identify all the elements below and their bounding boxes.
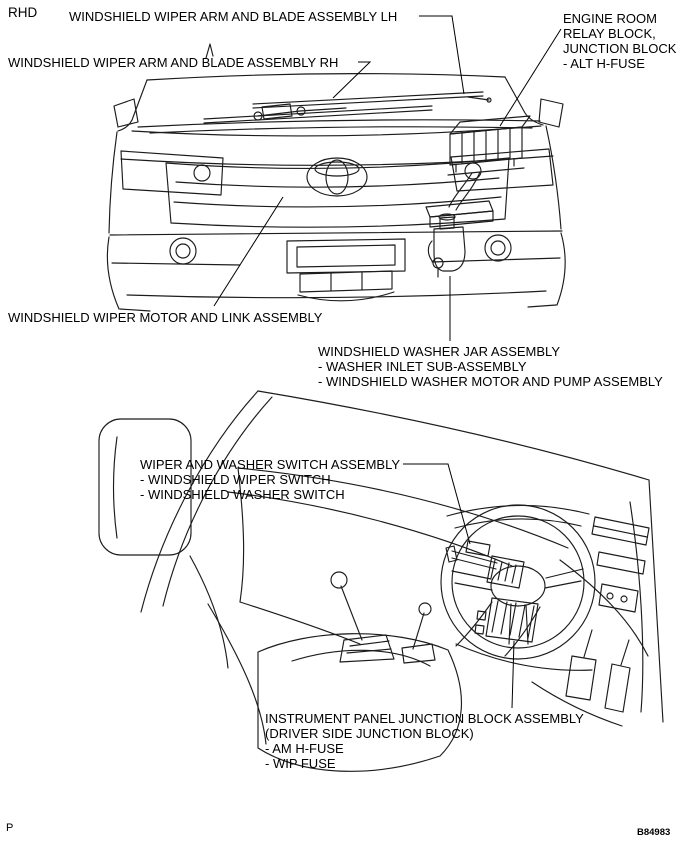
wiper-blades-drawing xyxy=(203,91,492,124)
page-marker: P xyxy=(6,822,14,834)
callout-engine-room-relay-block: ENGINE ROOM RELAY BLOCK, JUNCTION BLOCK … xyxy=(563,11,676,71)
callout-wiper-arm-rh: WINDSHIELD WIPER ARM AND BLADE ASSEMBLY … xyxy=(8,55,338,70)
callout-instrument-panel-junction-block: INSTRUMENT PANEL JUNCTION BLOCK ASSEMBLY… xyxy=(265,711,584,771)
leader-wiper-washer-switch xyxy=(403,463,471,545)
leader-wiper-arm-lh xyxy=(419,15,465,95)
wiper-switch-drawing xyxy=(445,540,525,589)
figure-code: B84983 xyxy=(637,827,671,838)
headlights-drawing xyxy=(120,148,554,196)
callout-line: WINDSHIELD WIPER MOTOR AND LINK ASSEMBLY xyxy=(8,310,323,325)
callout-wiper-motor-link: WINDSHIELD WIPER MOTOR AND LINK ASSEMBLY xyxy=(8,310,322,325)
callout-line: WINDSHIELD WIPER ARM AND BLADE ASSEMBLY … xyxy=(8,55,339,70)
leader-junction-block xyxy=(511,640,515,709)
leader-lines xyxy=(213,15,562,709)
bumper-drawing xyxy=(106,230,566,312)
junction-block-drawing xyxy=(474,597,539,643)
callout-wiper-arm-lh: WINDSHIELD WIPER ARM AND BLADE ASSEMBLY … xyxy=(69,9,397,24)
front-view-illustration xyxy=(106,43,566,312)
dashboard-drawing xyxy=(140,390,664,745)
grille-drawing xyxy=(165,157,510,228)
leader-engine-room-relay-block xyxy=(499,28,562,127)
drive-position-label: RHD xyxy=(8,5,38,20)
callout-line: WINDSHIELD WASHER JAR ASSEMBLY xyxy=(318,344,560,359)
callout-washer-jar: WINDSHIELD WASHER JAR ASSEMBLY - WASHER … xyxy=(318,344,663,389)
callout-line: WINDSHIELD WIPER ARM AND BLADE ASSEMBLY … xyxy=(69,9,398,24)
callout-line: - WINDSHIELD WIPER SWITCH xyxy=(140,472,331,487)
callout-line: INSTRUMENT PANEL JUNCTION BLOCK ASSEMBLY xyxy=(265,711,584,726)
steering-wheel-drawing xyxy=(440,504,596,660)
interior-illustration xyxy=(98,390,664,772)
callout-line: - WINDSHIELD WASHER SWITCH xyxy=(140,487,345,502)
callout-line: - ALT H-FUSE xyxy=(563,56,645,71)
callout-wiper-washer-switch: WIPER AND WASHER SWITCH ASSEMBLY - WINDS… xyxy=(140,457,400,502)
callout-line: ENGINE ROOM xyxy=(563,11,657,26)
callout-line: (DRIVER SIDE JUNCTION BLOCK) xyxy=(265,726,474,741)
callout-line: - WASHER INLET SUB-ASSEMBLY xyxy=(318,359,527,374)
leader-wiper-motor-link xyxy=(213,196,284,307)
callout-line: JUNCTION BLOCK xyxy=(563,41,677,56)
callout-line: - AM H-FUSE xyxy=(265,741,344,756)
leader-wiper-arm-rh xyxy=(332,61,372,99)
callout-line: - WIP FUSE xyxy=(265,756,336,771)
callout-line: WIPER AND WASHER SWITCH ASSEMBLY xyxy=(140,457,401,472)
console-shifter-drawing xyxy=(257,571,462,772)
pedals-drawing xyxy=(565,629,631,713)
washer-jar-drawing xyxy=(425,200,494,278)
callout-line: RELAY BLOCK, xyxy=(563,26,656,41)
callout-line: - WINDSHIELD WASHER MOTOR AND PUMP ASSEM… xyxy=(318,374,663,389)
brand-emblem xyxy=(306,157,368,197)
seat-drawing xyxy=(98,418,229,669)
